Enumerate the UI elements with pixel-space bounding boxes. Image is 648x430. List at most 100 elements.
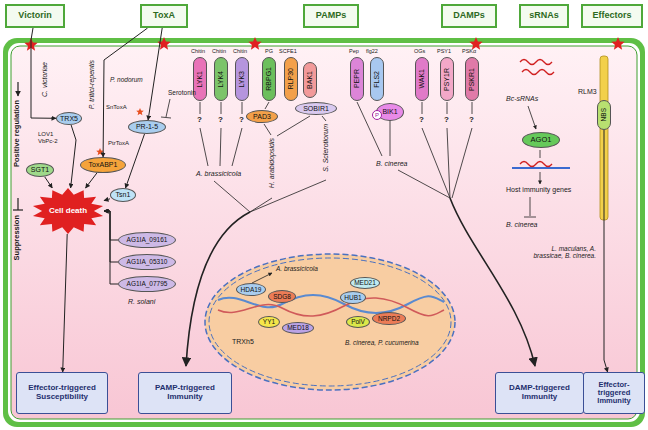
annotation-label: PSY1 <box>437 48 451 54</box>
node-text: AG1IA_09161 <box>127 236 168 243</box>
annotation-label: P. tritici-repentis <box>88 60 96 109</box>
protein-oval: MED18 <box>282 322 314 334</box>
node-text: RBPG1 <box>265 67 273 91</box>
phospho-circle: P <box>372 110 382 120</box>
annotation-label: A. brassicicola <box>276 265 318 272</box>
annotation-label: OGs <box>414 48 425 54</box>
node-text: BIK1 <box>382 108 397 116</box>
annotation-label: LOV1 VbPc-2 <box>38 131 64 144</box>
receptor: LYK3 <box>235 57 249 101</box>
node-text: RLP30 <box>287 68 295 89</box>
connector-arrow <box>71 125 76 188</box>
node-text: WAK1 <box>418 69 426 89</box>
nucleus-inner <box>209 258 451 386</box>
annotation-label: PtrToxA <box>108 140 129 147</box>
node-text: AGO1 <box>531 136 552 144</box>
mrna-line <box>512 167 570 169</box>
cell-death-burst: Cell death <box>32 188 104 234</box>
cell-wall <box>3 38 645 427</box>
annotation-label: B. cinerea <box>376 160 408 168</box>
srna-squiggle <box>520 162 552 167</box>
annotation-label: Suppression <box>13 215 21 260</box>
annotation-label: H. arabidopsidis <box>268 138 276 188</box>
connector-arrow <box>604 130 608 372</box>
node-text: LYK3 <box>238 71 246 88</box>
annotation-label: ? <box>197 116 202 125</box>
connector-arrow <box>103 28 148 157</box>
node-text: SDG8 <box>273 293 291 300</box>
protein-oval: AGO1 <box>522 132 560 148</box>
node-text: Tsn1 <box>116 191 131 199</box>
annotation-label: ? <box>218 116 223 125</box>
cytoplasm <box>11 46 637 419</box>
node-text: sRNAs <box>529 11 559 21</box>
annotation-label: Host immunity genes <box>506 186 571 194</box>
node-text: Effector-triggered Susceptibility <box>17 384 107 402</box>
annotation-label: Bc-sRNAs <box>506 95 538 103</box>
protein-oval: BIK1P <box>376 103 404 121</box>
node-text: DAMP-triggered Immunity <box>496 384 583 402</box>
node-text: ToxA <box>153 11 175 21</box>
protein-oval: MED21 <box>350 277 380 289</box>
node-text: Effector-triggered Immunity <box>584 381 644 406</box>
annotation-label: S. Sclerotiorum <box>322 124 330 172</box>
connector-arrow <box>86 173 97 188</box>
annotation-label: Pep <box>349 48 359 54</box>
input-box: PAMPs <box>303 4 359 28</box>
node-text: PEPR <box>353 69 361 88</box>
annotation-label: SnToxA <box>106 104 127 111</box>
node-text: PR-1-5 <box>136 123 158 131</box>
annotation-label: Serotonin <box>168 89 196 96</box>
pathway-lines <box>161 99 540 366</box>
node-text: LYK1 <box>196 71 204 88</box>
protein-oval: AG1IA_09161 <box>118 232 176 248</box>
receptor: FLS2 <box>370 57 384 101</box>
protein-oval: PAD3 <box>246 110 278 123</box>
receptor: PSKR1 <box>465 57 479 101</box>
annotation-label: B. cinerea, P. cucumerina <box>345 339 419 346</box>
connector-arrow <box>104 199 110 201</box>
connector-arrow <box>148 28 162 120</box>
annotation-label: A. brassicicola <box>196 170 241 178</box>
leader-arrow <box>540 172 541 184</box>
node-text: NBS <box>600 108 607 121</box>
receptor: PSY1R <box>440 57 454 101</box>
ligand-star <box>248 37 261 50</box>
protein-oval: SGT1 <box>26 163 54 177</box>
outcome-box: PAMP-triggered Immunity <box>138 372 232 414</box>
annotation-label: ? <box>444 116 449 125</box>
receptor: RLP30 <box>284 57 298 101</box>
annotation-label: TRXh5 <box>232 338 254 346</box>
input-box: DAMPs <box>441 4 497 28</box>
ligand-star <box>611 37 624 50</box>
outcome-box: DAMP-triggered Immunity <box>495 372 584 414</box>
node-text: Effectors <box>592 11 631 21</box>
annotation-label: C. victoriae <box>41 62 49 97</box>
node-text: ToxABP1 <box>89 161 118 169</box>
ligand-star <box>136 108 144 115</box>
connector-arrow <box>104 211 118 284</box>
node-text: MED21 <box>354 279 376 286</box>
annotation-label: PSKα <box>462 48 476 54</box>
annotation-label: R. solani <box>128 298 155 306</box>
dna-strand <box>218 295 444 313</box>
leader-arrow <box>252 273 272 283</box>
receptor: BAK1 <box>303 62 317 98</box>
node-text: YY1 <box>263 318 275 325</box>
protein-oval: AG1IA_05310 <box>118 254 176 270</box>
connector-arrow <box>104 211 118 240</box>
outcome-box: Effector-triggered Immunity <box>583 372 645 414</box>
receptor: NBS <box>597 100 611 130</box>
node-text: Cell death <box>49 207 87 216</box>
annotation-label: B. cinerea <box>506 221 538 229</box>
annotation-label: ? <box>239 116 244 125</box>
protein-oval: YY1 <box>258 316 280 328</box>
protein-oval: SOBIR1 <box>295 102 337 115</box>
annotation-label: ? <box>469 116 474 125</box>
node-text: NRPD2 <box>378 315 400 322</box>
protein-oval: Tsn1 <box>110 188 136 202</box>
annotation-label: SCFE1 <box>279 48 297 54</box>
ligand-star <box>469 37 482 50</box>
protein-oval: HUB1 <box>340 291 366 304</box>
node-text: AG1IA_05310 <box>127 258 168 265</box>
